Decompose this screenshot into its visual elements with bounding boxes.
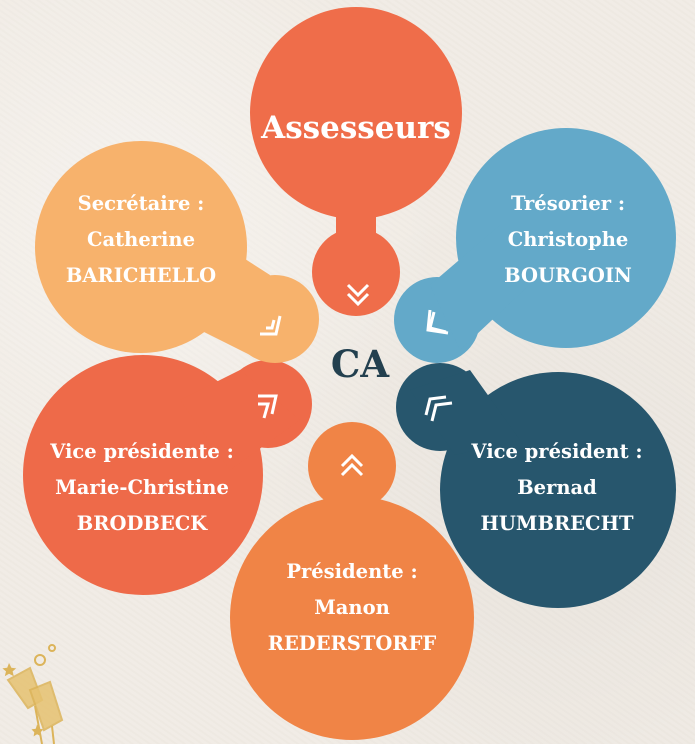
center-label: CA — [330, 342, 390, 386]
node-bottom-right-line-3: HUMBRECHT — [480, 512, 634, 535]
node-bottom-line-3: REDERSTORFF — [267, 632, 437, 655]
chevron-double-icon — [424, 395, 453, 422]
chevron-up-double-icon — [340, 453, 364, 477]
champagne-glasses-icon — [2, 644, 64, 744]
node-bottom-shape — [230, 422, 474, 740]
node-bottom-right-shape — [396, 363, 676, 608]
node-top-label: Assesseurs — [251, 110, 461, 146]
node-top-right-label: Trésorier : Christophe BOURGOIN — [478, 186, 658, 294]
node-top-left-line-3: BARICHELLO — [65, 264, 217, 287]
node-top-shape — [250, 7, 462, 316]
node-top-right-line-3: BOURGOIN — [504, 264, 632, 287]
node-bottom-left-line-2: Marie-Christine — [55, 476, 229, 499]
node-top-right-line-2: Christophe — [507, 228, 629, 251]
node-bottom-label: Présidente : Manon REDERSTORFF — [247, 554, 457, 662]
chevron-double-icon — [426, 309, 449, 335]
node-bottom-left-line-1: Vice présidente : — [50, 440, 234, 463]
chevron-double-icon — [260, 315, 282, 336]
node-top-left-shape — [35, 141, 319, 363]
node-bottom-left-label: Vice présidente : Marie-Christine BRODBE… — [27, 434, 257, 542]
node-bottom-right-line-1: Vice président : — [471, 440, 643, 463]
node-bottom-right-label: Vice président : Bernad HUMBRECHT — [452, 434, 662, 542]
node-bottom-left-line-3: BRODBECK — [76, 512, 208, 535]
node-top-left-line-2: Catherine — [86, 228, 195, 251]
node-top-line-1: Assesseurs — [261, 110, 451, 146]
node-top-left-label: Secrétaire : Catherine BARICHELLO — [46, 186, 236, 294]
node-top-right-line-1: Trésorier : — [510, 192, 626, 215]
node-bottom-line-2: Manon — [314, 596, 390, 619]
node-bottom-right-line-2: Bernad — [517, 476, 597, 499]
node-top-left-line-1: Secrétaire : — [77, 192, 205, 215]
node-top-right-shape — [394, 128, 676, 363]
chevron-double-icon — [258, 394, 278, 419]
chevron-down-double-icon — [346, 283, 370, 307]
node-bottom-line-1: Présidente : — [286, 560, 418, 583]
